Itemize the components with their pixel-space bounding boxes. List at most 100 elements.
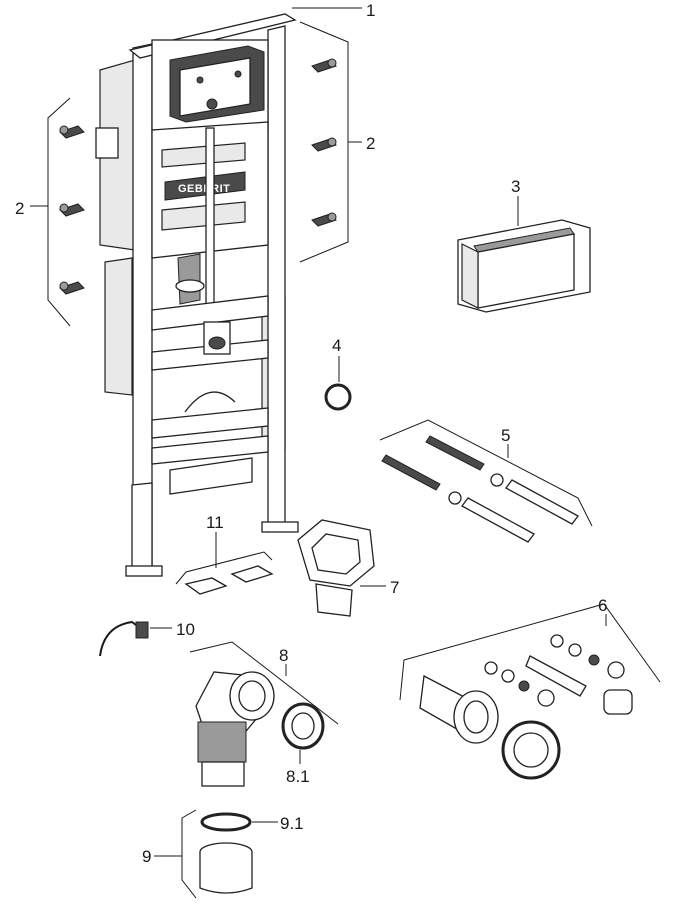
connector-opening — [463, 700, 489, 734]
nut — [588, 654, 600, 666]
bend-gasket-inner — [291, 712, 315, 740]
callout-6: 6 — [598, 596, 607, 615]
pipe-clip — [99, 620, 149, 657]
callout-1: 1 — [366, 1, 375, 20]
washer — [501, 669, 515, 683]
callout-9: 9 — [142, 847, 151, 866]
siphon-ring — [175, 279, 205, 293]
left-foot — [125, 565, 163, 577]
box-screw — [234, 70, 242, 78]
fixing-screws-left — [47, 97, 85, 327]
screw-head — [59, 203, 69, 213]
screw-head — [327, 58, 337, 68]
sleeve — [461, 497, 535, 543]
kit-rod — [525, 655, 587, 697]
bend-socket-inner — [238, 680, 266, 712]
cap — [607, 661, 625, 679]
callout-8-1: 8.1 — [286, 767, 310, 786]
callout-11: 11 — [206, 513, 224, 532]
screw — [59, 203, 85, 217]
box-side — [461, 243, 479, 309]
screw-head — [59, 125, 69, 135]
nut — [490, 473, 504, 487]
callout-3: 3 — [511, 177, 520, 196]
callout-2-right: 2 — [366, 134, 375, 153]
washer — [550, 634, 564, 648]
pipe-connector — [181, 809, 253, 899]
installation-frame: GEBERIT — [95, 13, 299, 577]
connection-kit — [399, 603, 661, 780]
callout-2-left: 2 — [15, 199, 24, 218]
drain-bend — [189, 641, 339, 787]
cistern-side-bracket — [95, 127, 119, 159]
nut — [518, 680, 530, 692]
cistern-rib — [161, 201, 246, 231]
adapter — [603, 689, 633, 715]
fixing-block — [184, 577, 228, 595]
template-foot — [315, 583, 353, 617]
washer — [568, 643, 582, 657]
connector-body — [199, 852, 253, 894]
connector-ring — [200, 812, 252, 832]
screw-head — [327, 212, 337, 222]
fixing-screws-right — [299, 21, 349, 263]
threaded-rod — [425, 435, 485, 471]
frame-cross-rail — [151, 435, 269, 465]
screw-head — [327, 137, 337, 147]
fixing-blocks — [175, 551, 274, 595]
nut — [448, 491, 462, 505]
leader-lines — [30, 7, 607, 857]
frame-left-leg — [131, 482, 153, 576]
cap — [537, 689, 555, 707]
logo-plate — [164, 171, 246, 201]
protective-cover-box — [457, 219, 591, 313]
callout-8: 8 — [279, 646, 288, 665]
bracket-line — [399, 603, 661, 701]
callout-7: 7 — [390, 578, 399, 597]
bend-corrugated-section — [197, 721, 247, 763]
bracket-line — [47, 97, 71, 327]
right-foot — [261, 521, 299, 533]
threaded-rod — [381, 454, 441, 491]
clip-wire — [99, 620, 141, 657]
threaded-rods-set — [379, 419, 593, 543]
flush-pipe — [205, 127, 215, 329]
screw — [59, 281, 85, 295]
bracket-line — [175, 551, 273, 585]
frame-right-post — [267, 25, 286, 533]
bracket-line — [189, 641, 339, 725]
frame-cross-rail — [151, 295, 269, 331]
box-screw — [196, 76, 204, 84]
seal-ring-outer — [324, 383, 352, 411]
drain-opening — [208, 336, 226, 350]
frame-cross-rail — [151, 407, 269, 439]
callout-9-1: 9.1 — [280, 814, 304, 833]
cistern-rib — [161, 142, 246, 168]
box-outlet — [206, 98, 218, 110]
actuator-box-face — [179, 57, 251, 117]
bowl-bracket — [184, 391, 236, 413]
screw — [59, 125, 85, 139]
siphon-connector — [177, 253, 201, 305]
mounting-template — [297, 519, 375, 617]
callout-10: 10 — [176, 620, 195, 639]
connector-gasket-inner — [513, 732, 549, 768]
clip-clamp — [135, 621, 149, 639]
template-opening — [311, 533, 361, 575]
washer — [484, 661, 498, 675]
bracket-line — [379, 419, 593, 527]
sleeve — [505, 479, 579, 525]
seal-ring — [324, 383, 352, 411]
callout-5: 5 — [501, 426, 510, 445]
bracket-line — [181, 809, 197, 899]
frame-foot-bracket — [169, 457, 253, 495]
bend-spigot — [201, 761, 245, 787]
left-side-panel — [104, 257, 133, 396]
callout-4: 4 — [332, 336, 341, 355]
fixing-block — [230, 565, 274, 583]
brand-logo: GEBERIT — [178, 183, 230, 195]
callout-labels: 1 2 2 3 4 5 6 7 8 8.1 9 9.1 10 11 — [15, 1, 607, 866]
screw-head — [59, 281, 69, 291]
